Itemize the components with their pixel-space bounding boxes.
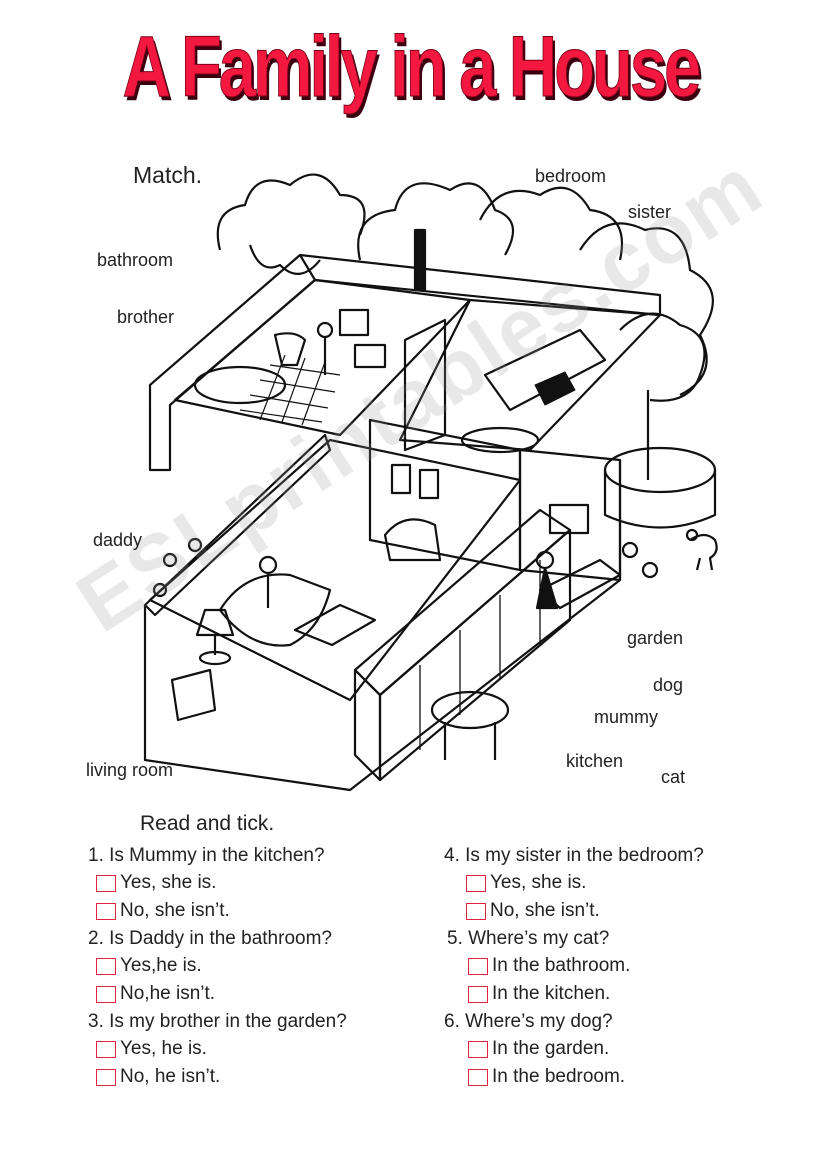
question-3: 3. Is my brother in the garden?	[88, 1011, 347, 1032]
option-3a[interactable]: Yes, he is.	[96, 1038, 207, 1060]
label-living-room: living room	[86, 760, 174, 780]
label-brother: brother	[117, 307, 175, 327]
checkbox[interactable]	[468, 957, 488, 975]
option-3b[interactable]: No, he isn’t.	[96, 1066, 220, 1088]
option-1b[interactable]: No, she isn’t.	[96, 900, 230, 922]
option-2a[interactable]: Yes,he is.	[96, 955, 202, 977]
option-4a[interactable]: Yes, she is.	[466, 872, 586, 894]
checkbox[interactable]	[96, 902, 116, 920]
label-bathroom: bathroom	[97, 250, 174, 270]
option-5a[interactable]: In the bathroom.	[468, 955, 630, 977]
checkbox[interactable]	[96, 1040, 116, 1058]
question-1: 1. Is Mummy in the kitchen?	[88, 845, 325, 866]
option-5b[interactable]: In the kitchen.	[468, 983, 610, 1005]
option-4b[interactable]: No, she isn’t.	[466, 900, 600, 922]
label-dog: dog	[653, 675, 684, 695]
checkbox[interactable]	[468, 1040, 488, 1058]
label-garden: garden	[627, 628, 684, 648]
label-bedroom: bedroom	[535, 166, 607, 186]
question-6: 6. Where’s my dog?	[444, 1011, 613, 1032]
page-title: A Family in a House	[122, 19, 702, 116]
label-cat: cat	[661, 767, 686, 787]
option-2b[interactable]: No,he isn’t.	[96, 983, 215, 1005]
read-tick-heading: Read and tick.	[140, 812, 275, 835]
label-daddy: daddy	[93, 530, 143, 550]
option-1a[interactable]: Yes, she is.	[96, 872, 216, 894]
checkbox[interactable]	[468, 985, 488, 1003]
option-6b[interactable]: In the bedroom.	[468, 1066, 625, 1088]
match-heading: Match.	[133, 162, 203, 188]
checkbox[interactable]	[96, 874, 116, 892]
question-4: 4. Is my sister in the bedroom?	[444, 845, 704, 866]
label-mummy: mummy	[594, 707, 658, 727]
label-kitchen: kitchen	[566, 751, 624, 771]
checkbox[interactable]	[468, 1068, 488, 1086]
checkbox[interactable]	[96, 985, 116, 1003]
question-2: 2. Is Daddy in the bathroom?	[88, 928, 332, 949]
house-cutaway-icon	[143, 173, 718, 792]
checkbox[interactable]	[466, 874, 486, 892]
checkbox[interactable]	[96, 957, 116, 975]
question-5: 5. Where’s my cat?	[447, 928, 610, 949]
label-sister: sister	[628, 202, 672, 222]
option-6a[interactable]: In the garden.	[468, 1038, 609, 1060]
checkbox[interactable]	[96, 1068, 116, 1086]
checkbox[interactable]	[466, 902, 486, 920]
